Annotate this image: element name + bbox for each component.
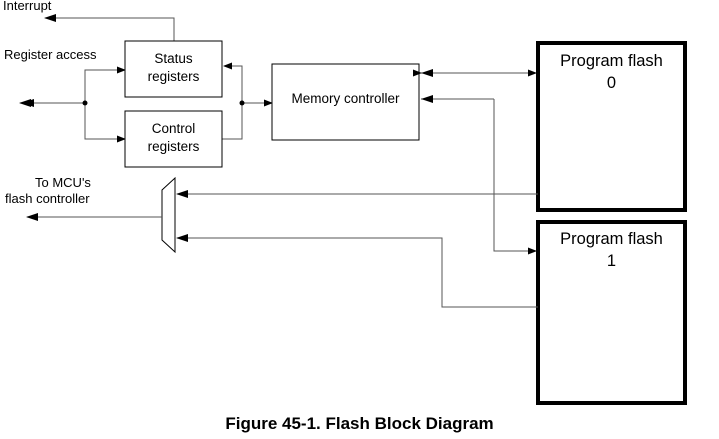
control-registers-line1: Control [151,121,196,136]
status-registers-label: Status registers [125,50,222,86]
status-registers-box [124,40,223,98]
mux-shape [161,176,176,254]
register-access-left-tail [22,99,34,107]
status-to-junction [223,62,243,103]
control-registers-line2: registers [147,139,200,154]
status-registers-line1: Status [154,51,193,66]
mcu-label-line1: To MCU's [35,175,91,190]
mcu-label-line2: flash controller [5,191,90,206]
interrupt-line [44,14,175,41]
program-flash-0-box [536,41,687,212]
register-access-label: Register access [4,47,97,62]
figure-caption: Figure 45-1. Flash Block Diagram [225,414,494,433]
program-flash-0-label: Program flash 0 [538,50,685,94]
memctrl-flash1-arrow-left [421,95,433,103]
memctrl-flash0-arrow-left [421,69,433,77]
junction-right [239,100,245,106]
memory-controller-box [271,63,420,141]
bus-to-status [84,66,126,103]
control-registers-box [124,110,223,168]
junction-left [82,100,88,106]
control-to-junction [222,103,243,140]
program-flash-1-box [536,220,687,405]
interrupt-label: Interrupt [3,0,52,13]
status-registers-line2: registers [147,69,200,84]
flash1-to-mux [176,234,538,308]
program-flash-1-label: Program flash 1 [538,228,685,272]
bus-to-control [84,103,126,143]
program-flash-1-line1: Program flash [560,230,663,248]
control-registers-label: Control registers [125,120,222,156]
program-flash-1-line2: 1 [606,252,617,270]
memory-controller-label: Memory controller [291,91,400,106]
memctrl-flash1-link [493,99,537,255]
program-flash-0-line2: 0 [606,74,617,92]
program-flash-0-line1: Program flash [560,52,663,70]
